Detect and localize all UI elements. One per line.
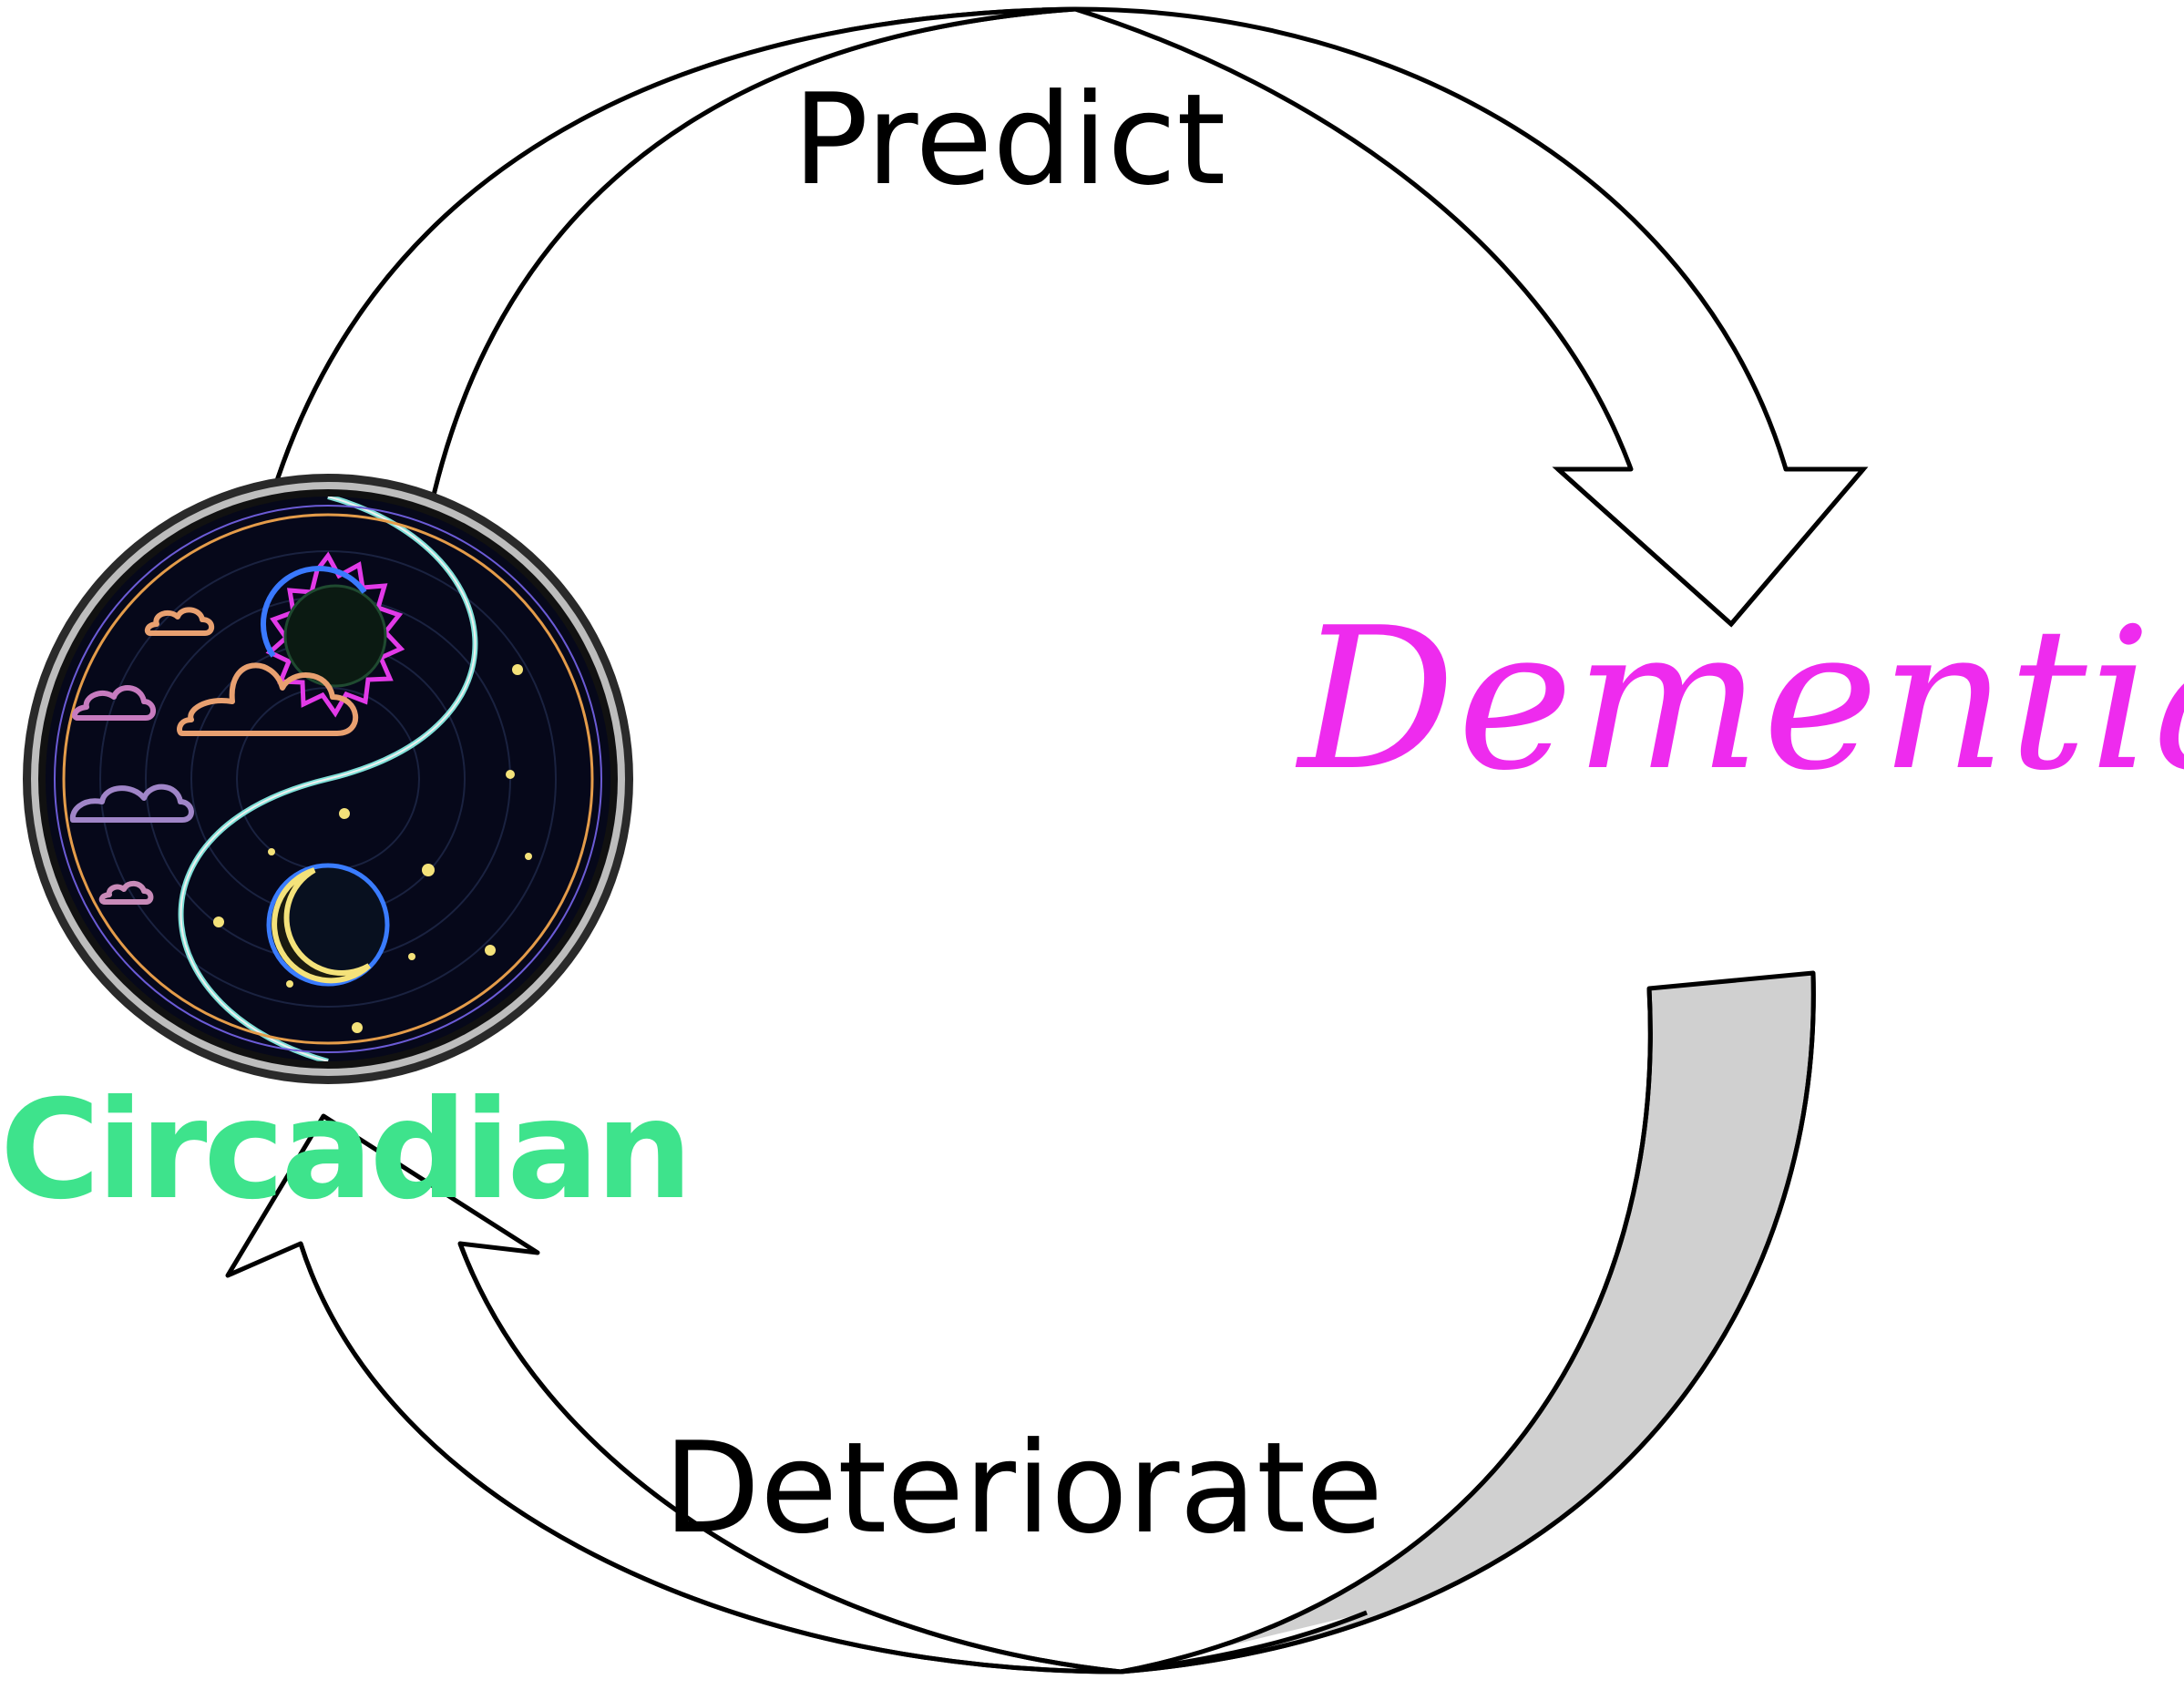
predict-label: Predict [793,67,1226,213]
deteriorate-label: Deteriorate [663,1415,1383,1562]
circadian-label: Circadian [0,1071,692,1230]
moon-icon [266,863,390,987]
predict-arrow [271,6,1869,628]
dementia-label: Dementia [1298,585,2184,814]
deteriorate-arrow [225,970,1816,1674]
sun-icon [260,551,405,718]
deteriorate-arrow-inner-band [1118,970,1816,1674]
cloud-icon [69,607,359,905]
deteriorate-arrow-outer-edge-2 [298,972,1816,1674]
star-icon [213,664,532,1033]
yin-yang-day-night-icon [23,474,633,1084]
predict-arrowhead [1552,466,1869,628]
